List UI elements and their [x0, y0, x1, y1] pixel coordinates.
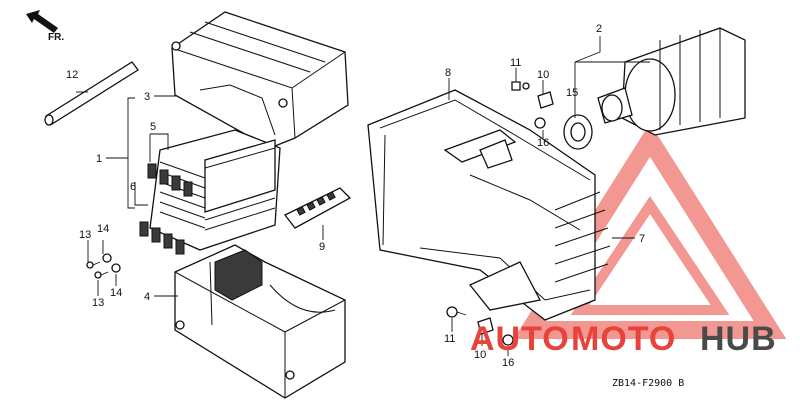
watermark-auto: AUTO	[470, 320, 570, 358]
connector-part-9	[284, 187, 352, 229]
part-label-13-lower: 13	[92, 297, 104, 309]
part-label-12: 12	[66, 69, 78, 81]
part-label-15: 15	[566, 87, 578, 99]
part-label-14-lower: 14	[110, 287, 122, 299]
part-label-6: 6	[130, 181, 136, 193]
part-label-2: 2	[596, 23, 602, 35]
part-label-16-lower: 16	[502, 357, 514, 369]
bearing-part-15	[563, 114, 593, 150]
part-label-10-lower: 10	[474, 349, 486, 361]
rod-part-12	[44, 61, 139, 126]
shroud-part-8	[367, 89, 596, 321]
part-label-4: 4	[144, 291, 150, 303]
watermark-moto: MOTO	[571, 320, 676, 358]
watermark-hub: HUB	[700, 320, 777, 358]
rotor-part-2	[597, 27, 746, 136]
part-label-1: 1	[96, 153, 102, 165]
part-label-13-upper: 13	[79, 229, 91, 241]
grille-part-7	[554, 191, 611, 283]
part-label-14-upper: 14	[97, 223, 109, 235]
part-label-11-lower: 11	[444, 333, 455, 345]
fasteners-lower	[446, 306, 514, 346]
part-label-11-upper: 11	[510, 57, 521, 69]
part-label-5: 5	[150, 121, 156, 133]
part-label-10-upper: 10	[537, 69, 549, 81]
fasteners-13-14	[86, 253, 121, 279]
part-labels: 1 2 3 4 5 6 7 8 9 10 10 11 11 12 13 13 1…	[66, 23, 645, 369]
front-direction-arrow: FR.	[26, 10, 64, 43]
watermark-text: AUTO MOTO HUB	[470, 320, 777, 358]
part-label-7: 7	[639, 233, 645, 245]
fasteners-upper	[511, 81, 554, 129]
lower-case-part-4	[174, 244, 346, 399]
part-label-16-upper: 16	[537, 137, 549, 149]
part-label-9: 9	[319, 241, 325, 253]
core-assembly-part-1	[139, 129, 281, 255]
upper-case-cover-part-3	[171, 11, 349, 149]
diagram-code: ZB14-F2900 B	[612, 378, 684, 389]
part-label-3: 3	[144, 91, 150, 103]
front-direction-label: FR.	[48, 32, 64, 43]
part-label-8: 8	[445, 67, 451, 79]
leader-lines	[76, 36, 650, 356]
